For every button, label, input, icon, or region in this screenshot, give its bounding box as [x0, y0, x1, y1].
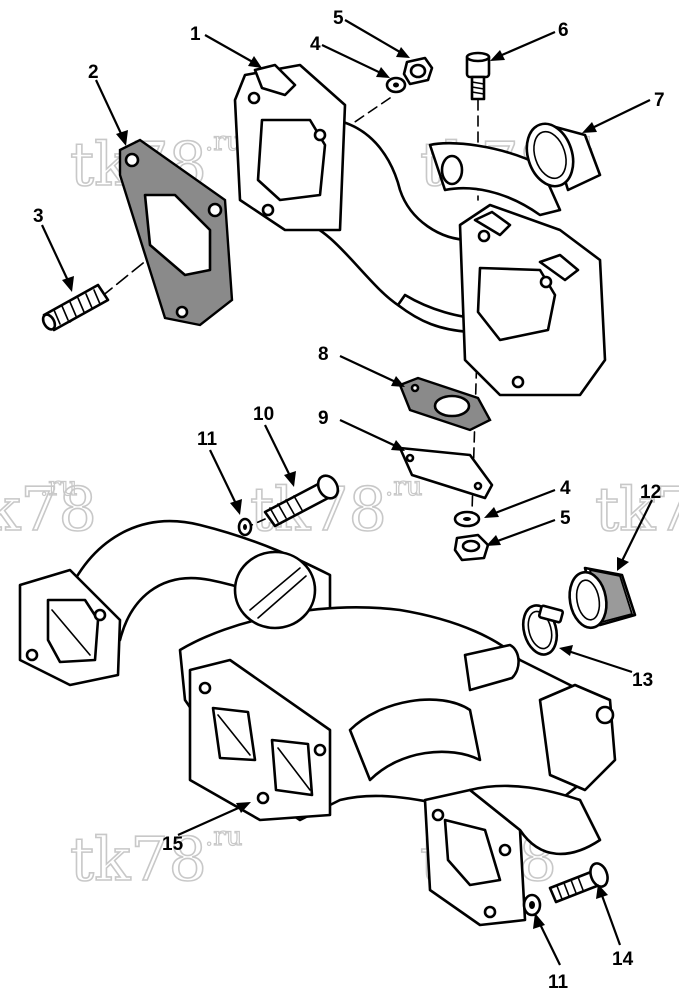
- gasket-part-2: [118, 138, 234, 327]
- clamp-part-13: [521, 604, 565, 656]
- watermark-text: tk78: [595, 475, 679, 545]
- callout-3: 3: [33, 206, 74, 292]
- callout-label: 12: [640, 482, 661, 503]
- callout-label: 2: [88, 62, 99, 83]
- callout-label: 5: [560, 508, 571, 529]
- callout-label: 14: [612, 949, 634, 970]
- callout-label: 7: [654, 90, 665, 111]
- callout-13: 13: [559, 645, 653, 691]
- callout-2: 2: [88, 62, 128, 146]
- callout-label: 10: [253, 404, 274, 425]
- callout-9: 9: [318, 408, 405, 451]
- callout-label: 15: [162, 834, 184, 855]
- callout-label: 1: [190, 24, 201, 45]
- callout-8: 8: [318, 344, 405, 387]
- intake-manifold-part-15: [18, 519, 617, 927]
- washer-part-11-lower: [522, 893, 542, 917]
- callout-4-lower: 4: [484, 478, 571, 518]
- bolt-part-14: [548, 862, 609, 904]
- watermark-text: tk78: [0, 475, 97, 545]
- washer-part-11-upper: [237, 517, 253, 537]
- nut-part-5-lower: [453, 533, 490, 562]
- callout-10: 10: [253, 404, 296, 487]
- bolt-part-6: [465, 51, 491, 101]
- callout-14: 14: [596, 884, 634, 970]
- callout-5-upper: 5: [333, 8, 410, 58]
- callout-label: 5: [333, 8, 344, 29]
- callout-5-lower: 5: [486, 508, 571, 546]
- callout-4-upper: 4: [310, 34, 390, 78]
- watermark-text: tk78: [70, 825, 207, 895]
- callout-label: 3: [33, 206, 44, 227]
- callout-label: 8: [318, 344, 329, 365]
- gasket-part-8: [398, 376, 492, 432]
- callout-7: 7: [582, 90, 665, 133]
- plate-part-9: [398, 446, 494, 500]
- callout-label: 11: [548, 972, 569, 993]
- bolt-part-10: [263, 474, 340, 528]
- callout-label: 9: [318, 408, 329, 429]
- callout-label: 13: [632, 670, 653, 691]
- exhaust-elbow-part-1: [233, 63, 607, 397]
- callout-label: 4: [310, 34, 321, 55]
- stud-part-3: [41, 283, 110, 332]
- callout-1: 1: [190, 24, 262, 68]
- watermark-sup: .ru: [205, 822, 242, 852]
- callout-label: 11: [197, 429, 218, 450]
- nut-part-5-upper: [402, 56, 434, 86]
- callout-11-lower: 11: [533, 913, 569, 993]
- callout-12: 12: [617, 482, 661, 571]
- washer-part-4-lower: [453, 510, 481, 528]
- washer-part-4-upper: [385, 76, 407, 94]
- sleeve-part-7: [525, 122, 602, 192]
- callout-11-upper: 11: [197, 429, 242, 515]
- callout-6: 6: [490, 20, 569, 61]
- sleeve-part-12: [568, 566, 637, 630]
- callout-label: 4: [560, 478, 571, 499]
- watermark-sup: .ru: [40, 472, 77, 502]
- callout-15: 15: [162, 802, 251, 855]
- callout-label: 6: [558, 20, 569, 41]
